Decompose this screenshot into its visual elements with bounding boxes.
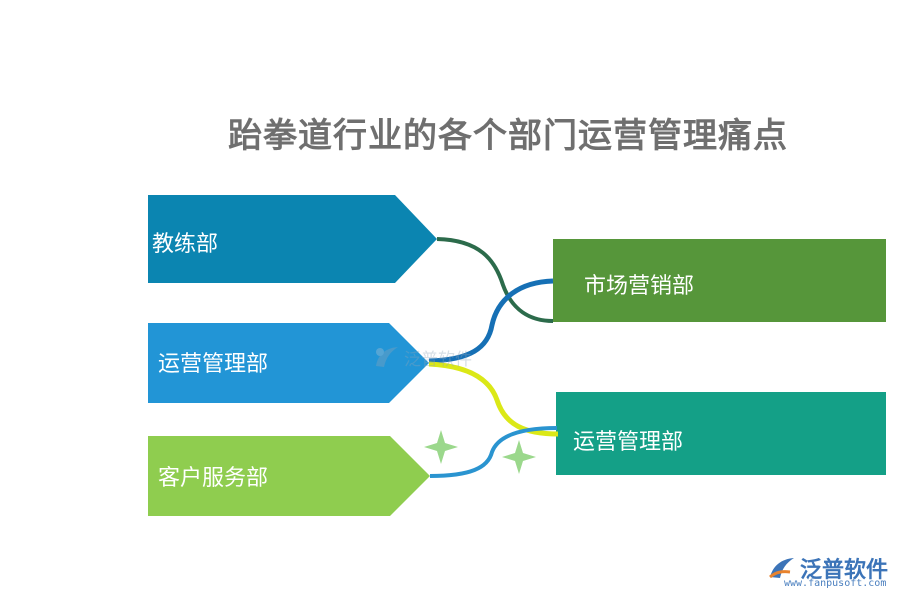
sparkle-icon — [502, 440, 536, 474]
connector-coach-to-marketing — [436, 237, 554, 323]
right-node-shape-marketing — [553, 239, 886, 322]
right-node-shape-operations — [556, 392, 886, 475]
right-node-label-operations: 运营管理部 — [573, 430, 684, 455]
left-node-label-customer-service: 客户服务部 — [158, 466, 269, 491]
left-node-shape-customer-service — [148, 436, 430, 516]
left-node-shape-operations — [148, 323, 429, 403]
connector-operations-to-marketing — [428, 278, 554, 364]
sparkle-icon — [424, 430, 458, 464]
connector-customer-service-to-right-operations — [429, 426, 558, 478]
right-node-label-marketing: 市场营销部 — [584, 274, 695, 299]
left-node-label-operations: 运营管理部 — [158, 352, 269, 377]
brand-logo: 泛普软件 — [768, 552, 888, 584]
left-node-shape-coach — [148, 195, 437, 283]
diagram-title: 跆拳道行业的各个部门运营管理痛点 — [228, 116, 788, 156]
left-node-label-coach: 教练部 — [152, 232, 219, 257]
center-watermark: 泛普软件 — [372, 344, 472, 370]
brand-logo-text: 泛普软件 — [800, 558, 889, 583]
brand-logo-icon — [769, 558, 794, 579]
brand-url: www.fanpusoft.com — [784, 578, 887, 589]
connector-operations-to-right-operations — [428, 361, 559, 437]
watermark-logo-icon — [376, 347, 398, 367]
watermark-text: 泛普软件 — [404, 349, 472, 370]
